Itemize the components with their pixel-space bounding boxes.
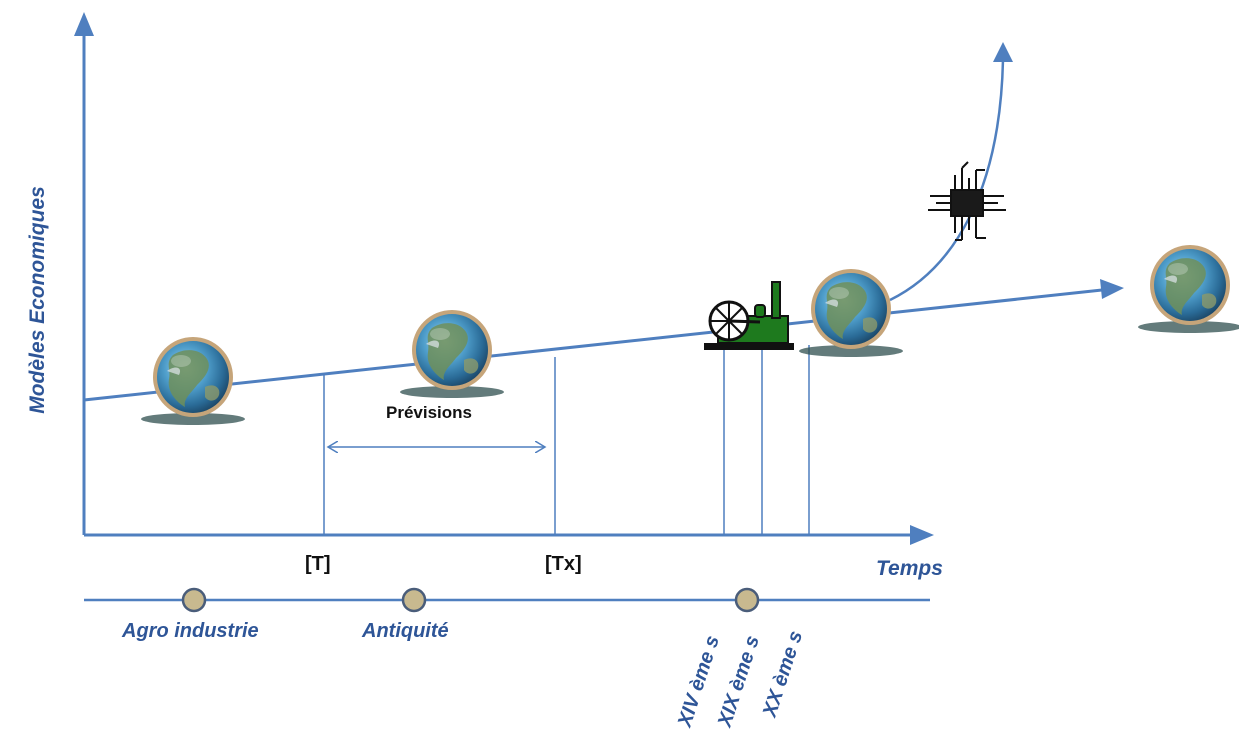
era-label-xx: XX ème s bbox=[759, 628, 808, 720]
trend-line-arrowhead bbox=[1100, 279, 1124, 299]
microchip-icon bbox=[928, 161, 1006, 241]
growth-curve-arrowhead bbox=[993, 42, 1013, 62]
era-label-antiquite: Antiquité bbox=[361, 620, 449, 642]
forecast-label: Prévisions bbox=[386, 403, 472, 422]
x-axis-arrowhead bbox=[910, 525, 934, 545]
growth-curve bbox=[889, 59, 1005, 302]
globe-icon bbox=[400, 310, 504, 398]
time-marker-tx: [Tx] bbox=[545, 553, 582, 575]
y-axis-title: Modèles Economiques bbox=[26, 186, 49, 414]
time-marker-t: [T] bbox=[305, 553, 331, 575]
steam-engine-icon bbox=[704, 281, 794, 350]
era-dot bbox=[181, 587, 207, 613]
trend-line bbox=[83, 288, 1103, 402]
era-dot bbox=[401, 587, 427, 613]
era-dot bbox=[734, 587, 760, 613]
globe-icon bbox=[141, 337, 245, 425]
x-axis-title: Temps bbox=[876, 557, 943, 580]
globe-icon bbox=[799, 269, 903, 357]
globe-icon bbox=[1138, 245, 1239, 333]
y-axis-arrowhead bbox=[74, 12, 94, 36]
era-label-agro-industrie: Agro industrie bbox=[121, 620, 259, 642]
